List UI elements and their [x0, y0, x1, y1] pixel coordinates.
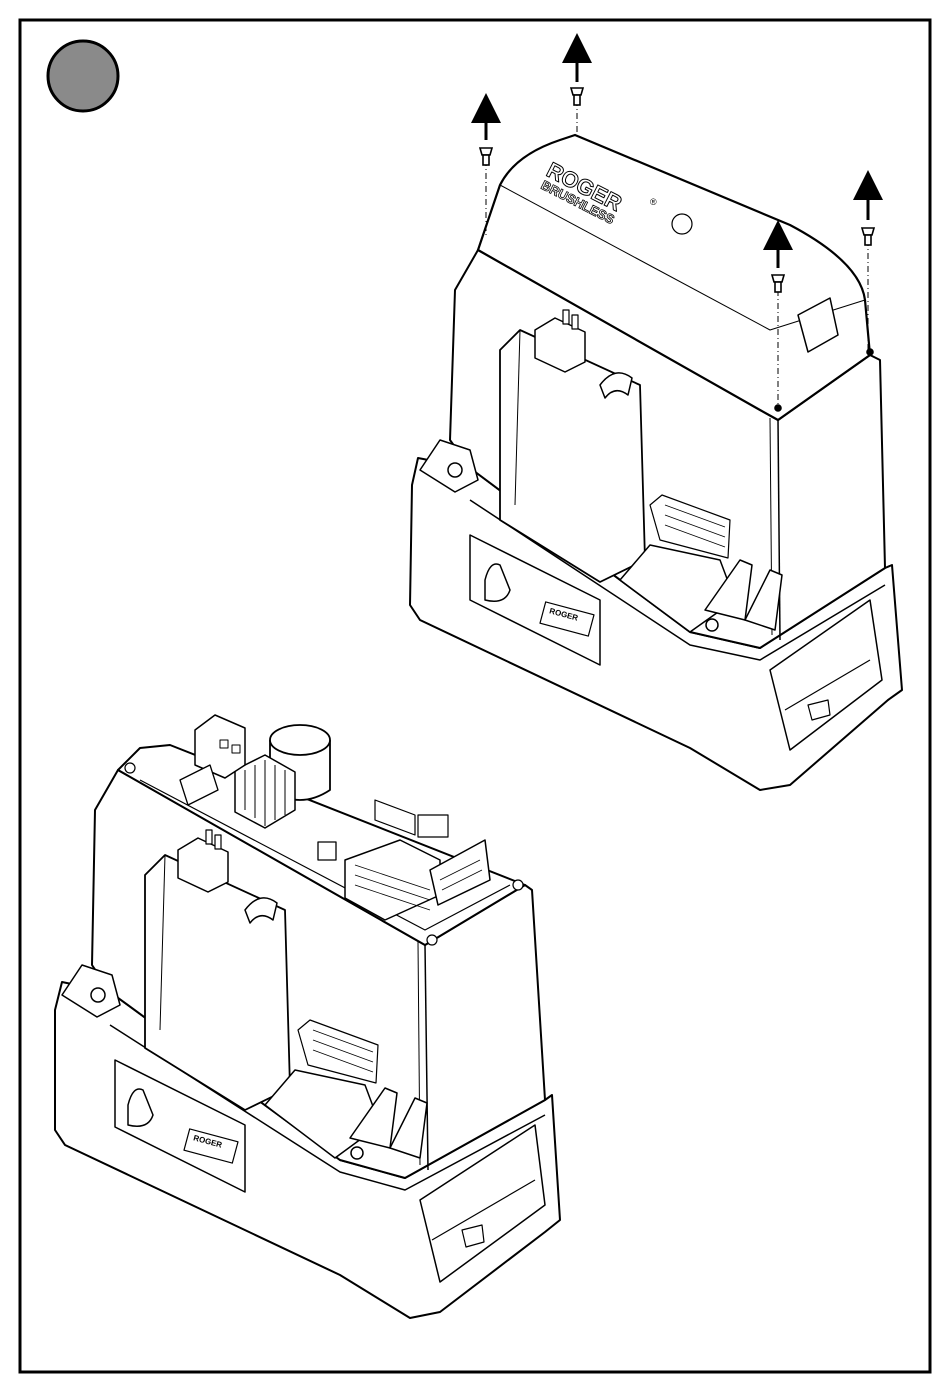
- step-marker: [48, 41, 118, 111]
- screw-icon: [862, 228, 874, 235]
- cover-registered-mark: ®: [650, 197, 657, 207]
- operator-open: ROGER: [55, 715, 560, 1318]
- screw-icon: [772, 275, 784, 282]
- small-connector: [318, 842, 336, 860]
- screw-icon: [480, 148, 492, 155]
- operator-with-cover: ROGER ROG: [410, 135, 902, 790]
- screw-icon: [571, 88, 583, 95]
